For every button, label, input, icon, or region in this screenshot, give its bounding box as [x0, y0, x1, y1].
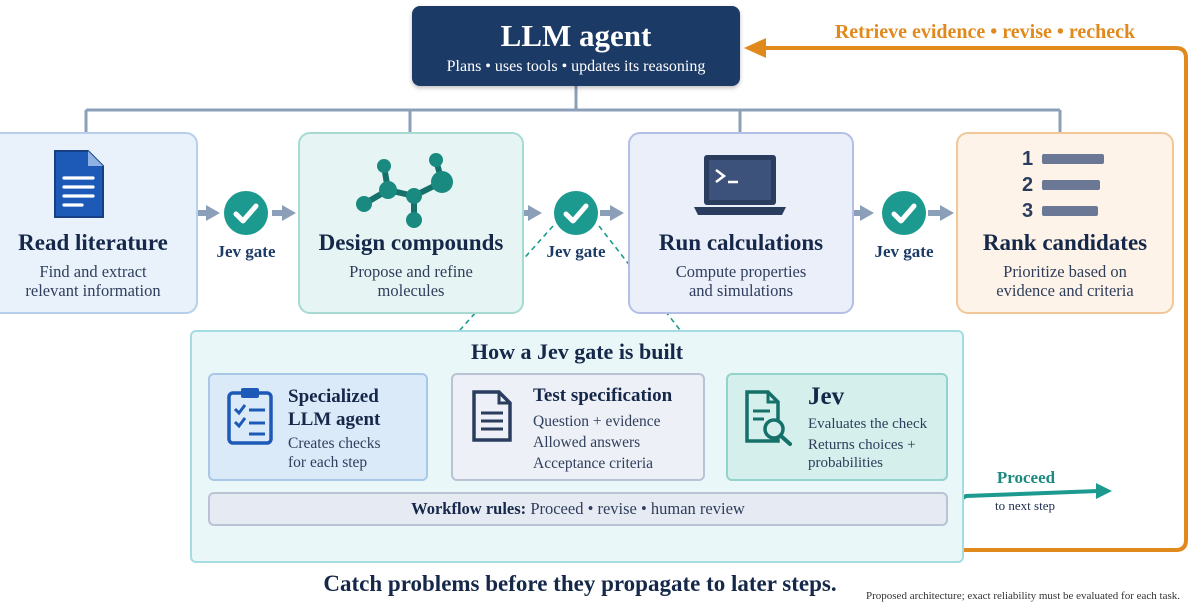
workflow-rules-bar: Workflow rules: Proceed • revise • human…	[208, 492, 948, 526]
agent-subtitle: Plans • uses tools • updates its reasoni…	[446, 58, 706, 75]
step-desc-line: molecules	[377, 281, 445, 300]
step-desc-line: evidence and criteria	[996, 281, 1134, 300]
step-title: Rank candidates	[982, 230, 1148, 255]
workflow-rules-label: Workflow rules:	[411, 499, 527, 518]
step-desc-line: Compute properties	[675, 262, 807, 281]
footnote: Proposed architecture; exact reliability…	[866, 590, 1180, 602]
gate-arrows	[194, 205, 954, 221]
jev-gate-1	[224, 191, 268, 235]
ranked-list-icon: 1 2 3	[1022, 148, 1122, 224]
card-line: Returns choices +	[808, 437, 916, 453]
jev-gate-label: Jev gate	[216, 242, 276, 261]
checkmark-icon	[563, 203, 589, 224]
tagline: Catch problems before they propagate to …	[323, 571, 837, 596]
agent-to-steps-connector	[84, 86, 1062, 132]
card-line: Evaluates the check	[808, 416, 928, 432]
llm-agent-box: LLM agent Plans • uses tools • updates i…	[412, 6, 740, 86]
rank-bar	[1042, 206, 1098, 216]
step-desc-line: Find and extract	[39, 262, 147, 281]
step-title: Run calculations	[658, 230, 824, 255]
jev-gate-label: Jev gate	[874, 242, 934, 261]
step-desc-line: relevant information	[25, 281, 161, 300]
workflow-rules-text: Proceed • revise • human review	[530, 499, 745, 518]
proceed-sub: to next step	[995, 498, 1055, 513]
card-line: probabilities	[808, 455, 883, 471]
document-icon	[472, 390, 512, 442]
molecule-icon	[356, 153, 453, 228]
jev-gate-label: Jev gate	[546, 242, 606, 261]
card-title-line: Specialized	[288, 386, 379, 407]
card-title-line: LLM agent	[288, 409, 381, 430]
step-title: Design compounds	[318, 230, 504, 255]
howto-title: How a Jev gate is built	[470, 339, 684, 364]
checkmark-icon	[233, 203, 259, 224]
document-icon	[54, 150, 104, 218]
step-description: Find and extract relevant information	[2, 262, 184, 300]
clipboard-checklist-icon	[227, 388, 273, 445]
step-design-compounds: Design compounds Propose and refine mole…	[298, 132, 524, 314]
card-line: Allowed answers	[533, 434, 641, 451]
card-line: Question + evidence	[533, 413, 661, 430]
step-desc-line: and simulations	[688, 281, 794, 300]
step-description: Propose and refine molecules	[312, 262, 510, 300]
card-line: for each step	[288, 454, 368, 471]
document-search-icon	[745, 390, 792, 446]
rank-number: 3	[1022, 200, 1034, 222]
agent-title: LLM agent	[500, 18, 652, 53]
card-line: Acceptance criteria	[533, 455, 654, 472]
step-rank-candidates: 1 2 3 Rank candidates Prioritize based o…	[956, 132, 1174, 314]
rank-bar	[1042, 154, 1104, 164]
rank-number: 2	[1022, 174, 1034, 196]
step-title: Read literature	[18, 230, 168, 255]
feedback-loop-label: Retrieve evidence • revise • recheck	[834, 21, 1136, 43]
step-description: Compute properties and simulations	[642, 262, 840, 300]
step-desc-line: Propose and refine	[349, 262, 473, 281]
card-test-specification: Test specification Question + evidence A…	[451, 373, 705, 481]
checkmark-icon	[891, 203, 917, 224]
card-title: Test specification	[533, 385, 673, 406]
jev-gate-2	[554, 191, 598, 235]
step-desc-line: Prioritize based on	[1003, 262, 1127, 281]
card-specialized-llm-agent: Specialized LLM agent Creates checks for…	[208, 373, 428, 481]
card-title: Jev	[808, 383, 845, 410]
rank-bar	[1042, 180, 1100, 190]
step-description: Prioritize based on evidence and criteri…	[970, 262, 1160, 300]
jev-gate-3	[882, 191, 926, 235]
card-jev: Jev Evaluates the check Returns choices …	[726, 373, 948, 481]
proceed-label: Proceed	[996, 468, 1056, 487]
rank-number: 1	[1022, 148, 1034, 170]
terminal-laptop-icon	[694, 155, 786, 215]
card-line: Creates checks	[288, 435, 381, 452]
step-read-literature: Read literature Find and extract relevan…	[0, 132, 198, 314]
card-title: Specialized LLM agent	[288, 385, 380, 431]
step-run-calculations: Run calculations Compute properties and …	[628, 132, 854, 314]
